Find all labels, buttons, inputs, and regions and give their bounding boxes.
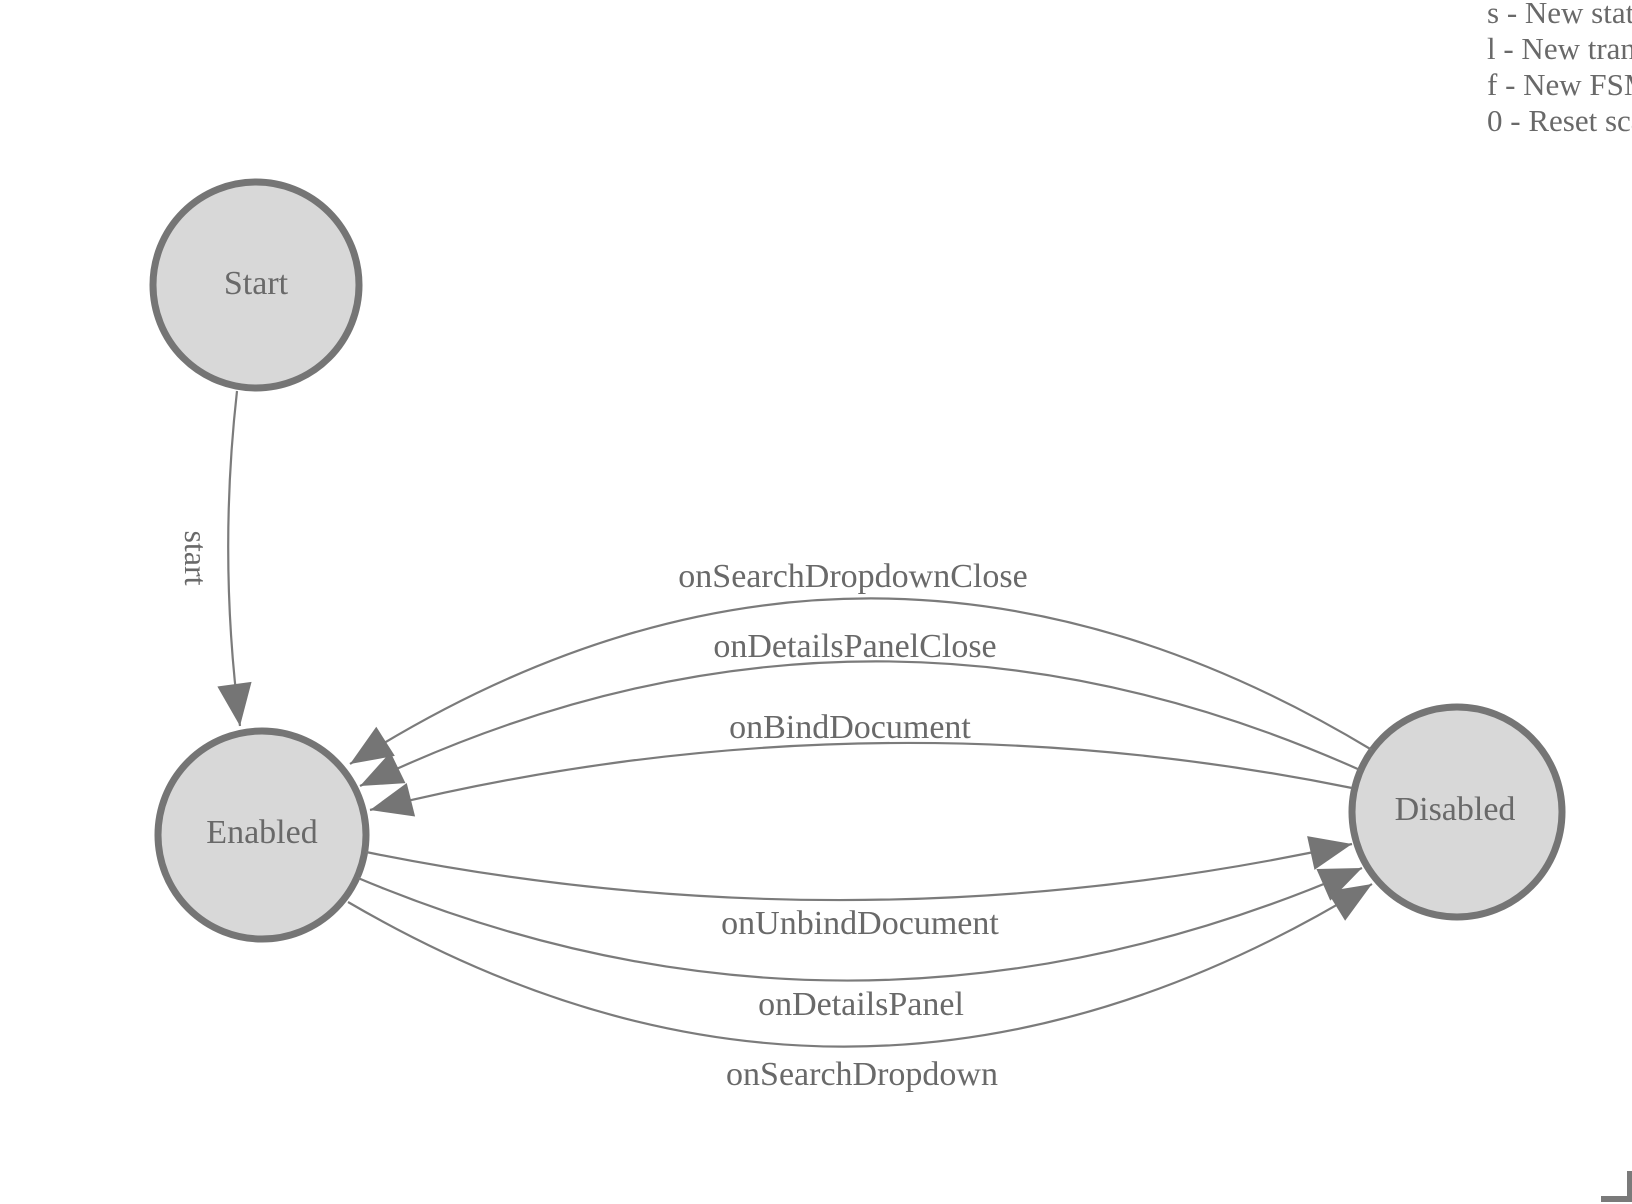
edge-onDetailsPanelClose[interactable] xyxy=(359,660,1361,787)
edge-label-onSearchDropdownClose: onSearchDropdownClose xyxy=(678,558,1028,595)
legend-line-new-transition: l - New transition xyxy=(1487,31,1632,66)
legend-line-reset-scale: 0 - Reset scale xyxy=(1487,103,1632,138)
legend-line-new-fsm: f - New FSM xyxy=(1487,67,1632,102)
edge-start[interactable] xyxy=(217,390,252,727)
hotkey-legend: s - New state l - New transition f - New… xyxy=(1487,0,1632,139)
edge-onSearchDropdown[interactable] xyxy=(347,883,1373,1048)
edge-label-onBindDocument: onBindDocument xyxy=(729,709,971,746)
state-node-start[interactable] xyxy=(149,178,363,392)
edge-onDetailsPanel[interactable] xyxy=(357,866,1363,982)
edge-label-onUnbindDocument: onUnbindDocument xyxy=(721,905,999,942)
edge-onSearchDropdownClose[interactable] xyxy=(349,597,1373,765)
edge-label-onDetailsPanel: onDetailsPanel xyxy=(758,986,964,1023)
edge-label-onDetailsPanelClose: onDetailsPanelClose xyxy=(713,628,997,665)
state-label-disabled: Disabled xyxy=(1394,791,1516,828)
corner-bracket-horizontal-bar xyxy=(1601,1196,1632,1202)
corner-bracket-vertical-bar xyxy=(1627,1171,1632,1202)
edge-onBindDocument[interactable] xyxy=(369,741,1353,817)
edge-label-onSearchDropdown: onSearchDropdown xyxy=(726,1056,998,1093)
state-node-enabled[interactable] xyxy=(154,727,370,943)
state-label-start: Start xyxy=(223,265,289,302)
edge-label-start: start xyxy=(178,530,214,586)
legend-line-new-state: s - New state xyxy=(1487,0,1632,30)
state-label-enabled: Enabled xyxy=(206,814,318,851)
state-node-disabled[interactable] xyxy=(1348,703,1566,921)
edge-onUnbindDocument[interactable] xyxy=(365,836,1353,902)
